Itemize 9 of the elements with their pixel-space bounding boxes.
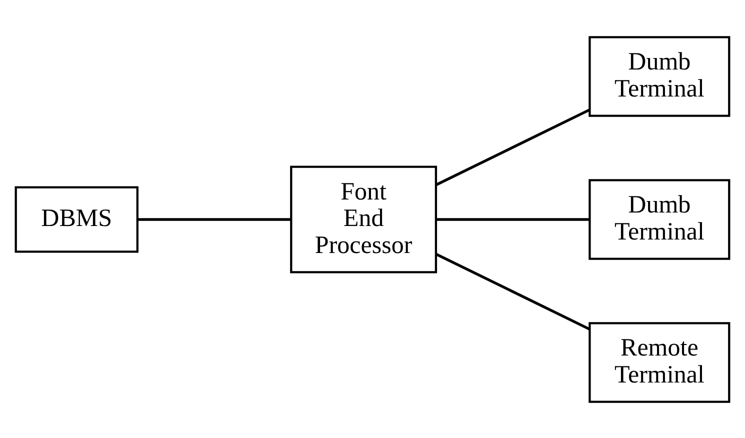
connector [138,218,291,220]
connector [436,218,590,220]
node-box: Dumb Terminal [588,178,730,260]
node-box: Font End Processor [290,165,438,273]
connector [436,108,590,186]
connector [436,252,590,330]
node-box: Dumb Terminal [588,36,730,116]
node-box: DBMS [14,186,138,252]
node-box: Remote Terminal [588,322,730,402]
